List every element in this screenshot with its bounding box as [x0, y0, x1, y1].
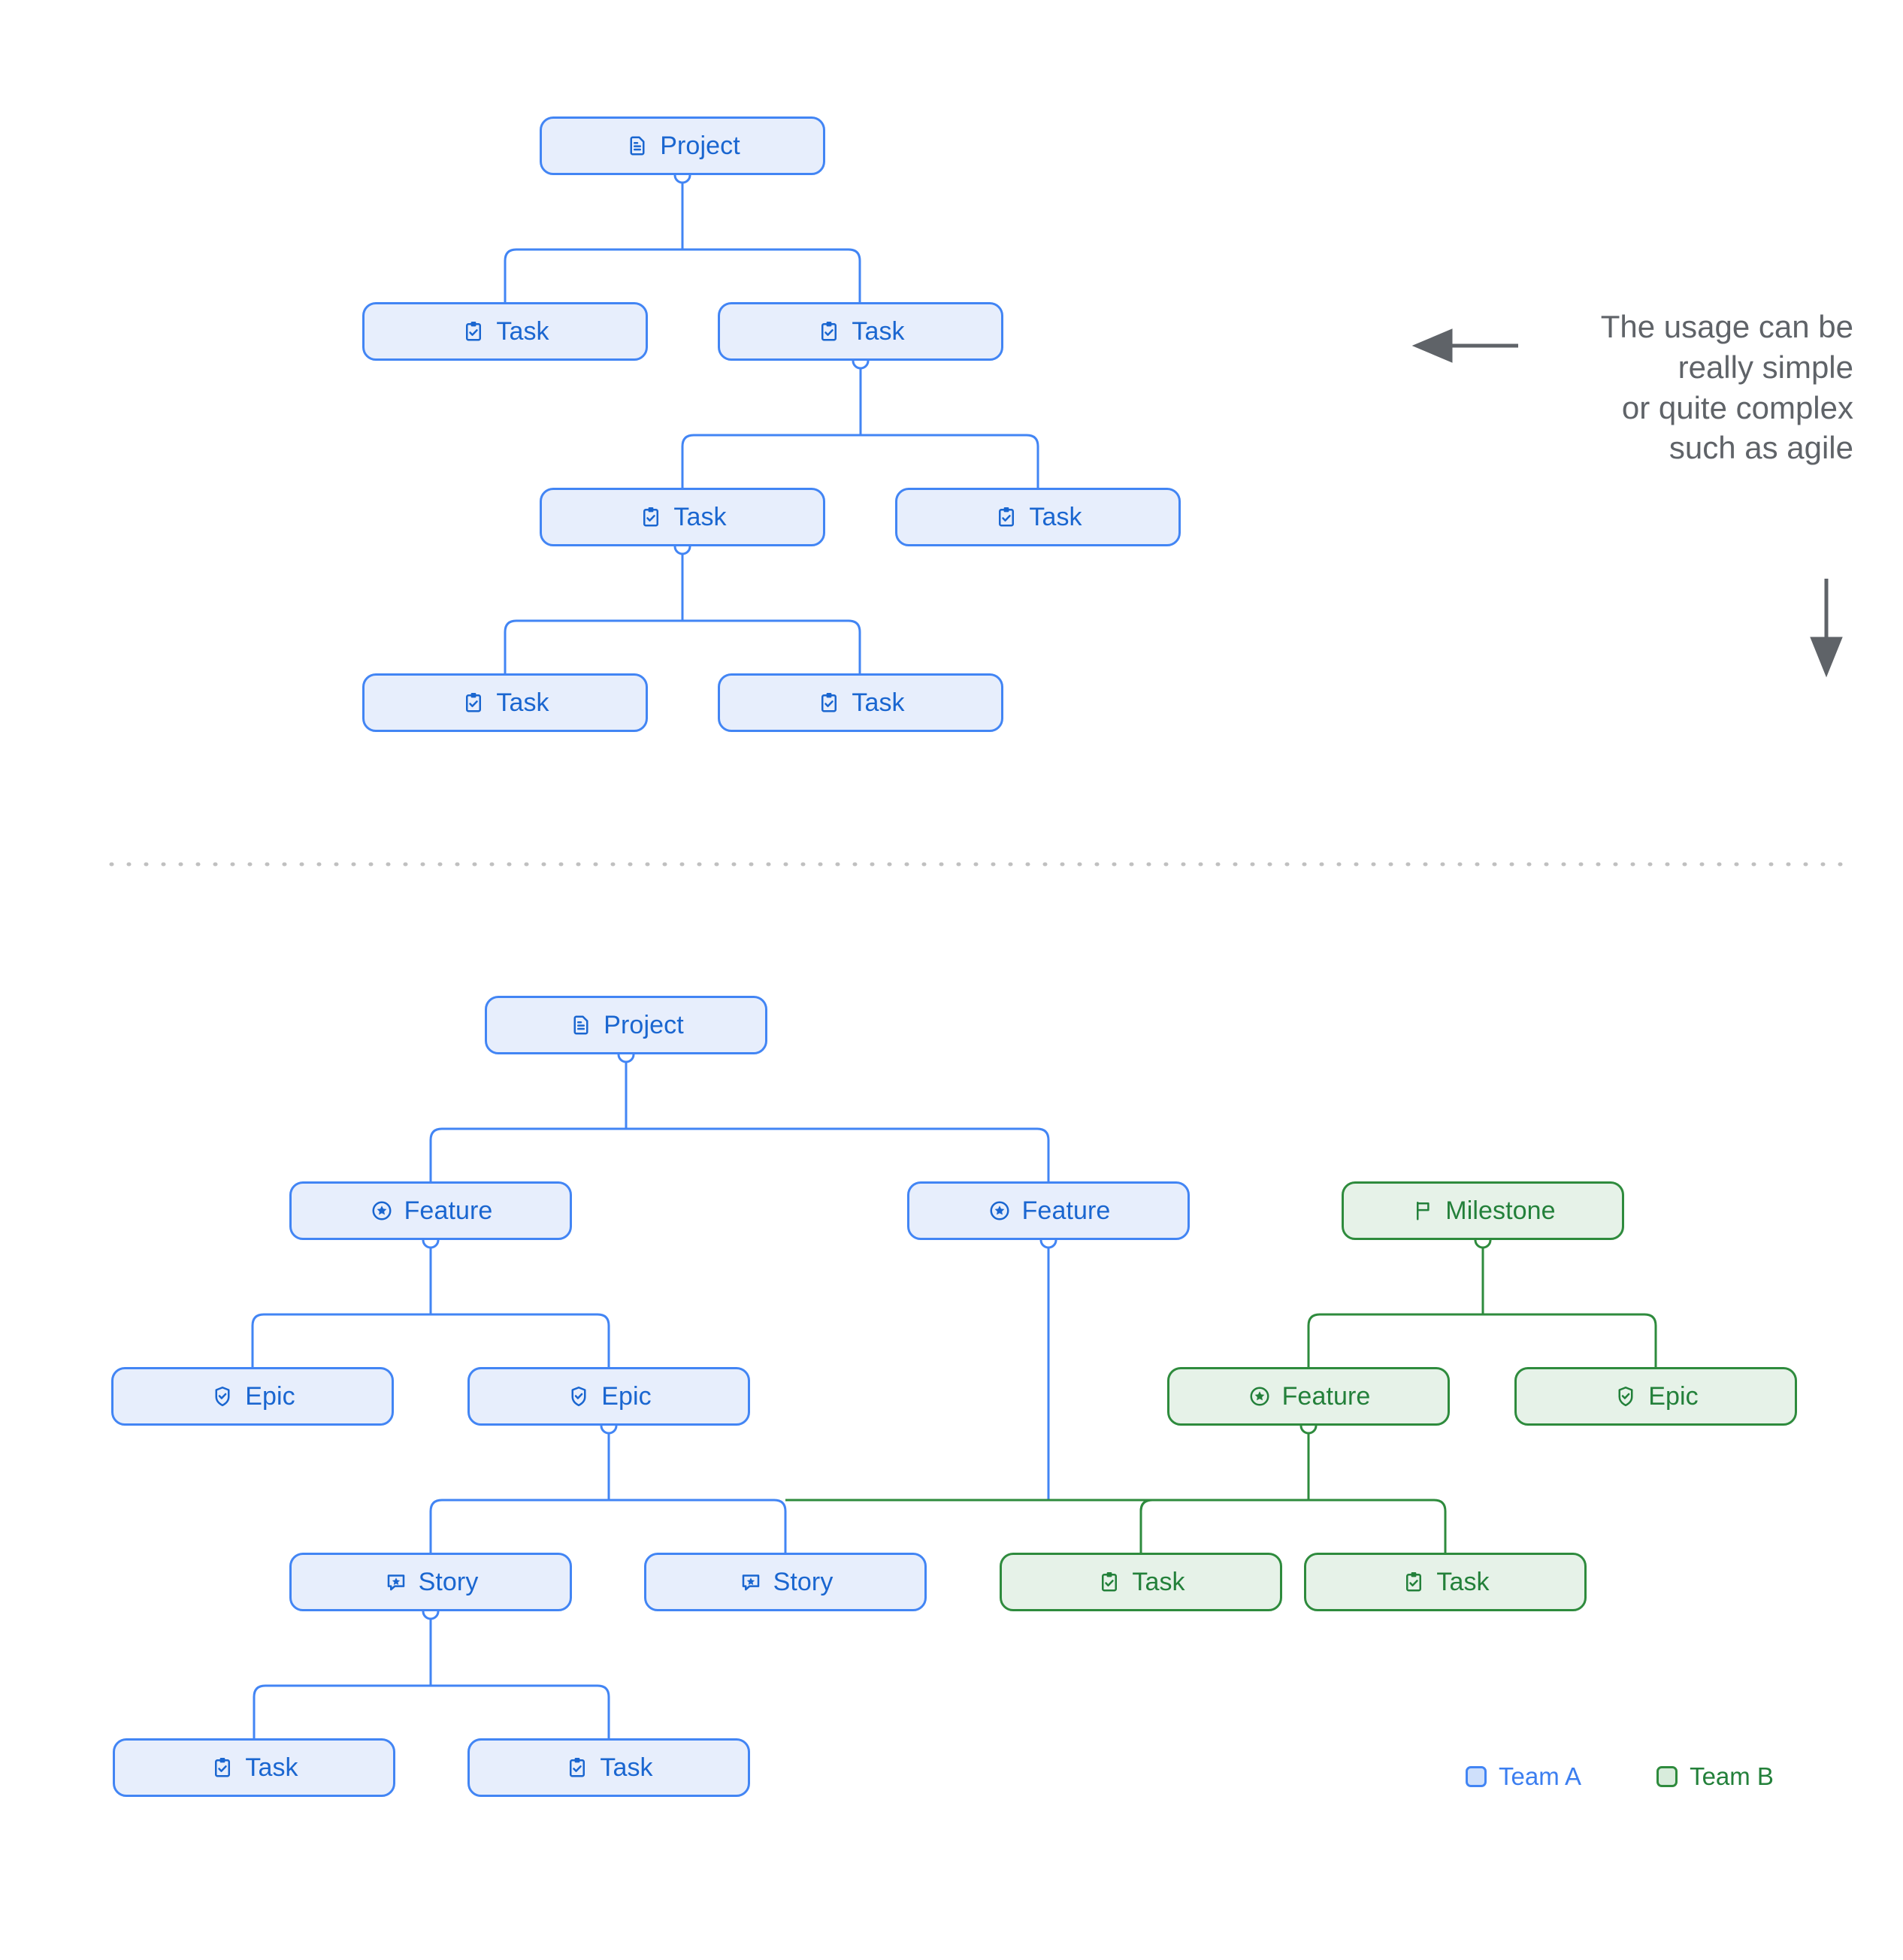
- epic-icon: [210, 1384, 235, 1409]
- annotation-line-2: really simple: [1678, 349, 1853, 385]
- legend-item-team-a: Team A: [1466, 1762, 1581, 1791]
- node-task[interactable]: Task: [718, 673, 1003, 732]
- legend-label-team-b: Team B: [1690, 1762, 1774, 1790]
- node-task[interactable]: Task: [1000, 1553, 1282, 1611]
- epic-icon: [566, 1384, 591, 1409]
- node-label: Milestone: [1445, 1196, 1556, 1225]
- edge-bproject-fan: [429, 1127, 1050, 1181]
- node-label: Story: [418, 1568, 479, 1596]
- node-label: Feature: [1021, 1196, 1111, 1225]
- legend-swatch-team-a: [1466, 1766, 1487, 1787]
- document-icon: [625, 133, 650, 159]
- legend-swatch-team-b: [1656, 1766, 1678, 1787]
- node-epic[interactable]: Epic: [111, 1367, 394, 1426]
- edge-bstory1-fan: [253, 1684, 610, 1738]
- bottom-tree-connectors-blue: [251, 1054, 1050, 1738]
- node-task[interactable]: Task: [895, 488, 1181, 546]
- node-label: Task: [852, 688, 905, 717]
- edge-bmilestone-fan: [1307, 1313, 1657, 1367]
- node-label: Feature: [404, 1196, 493, 1225]
- legend-item-team-b: Team B: [1656, 1762, 1774, 1791]
- milestone-icon: [1410, 1198, 1436, 1223]
- node-story[interactable]: Story: [289, 1553, 572, 1611]
- legend-label-team-a: Team A: [1499, 1762, 1582, 1790]
- node-label: Task: [1436, 1568, 1490, 1596]
- node-task[interactable]: Task: [362, 302, 648, 361]
- task-icon: [816, 690, 842, 715]
- node-label: Task: [496, 317, 549, 346]
- node-feature[interactable]: Feature: [289, 1181, 572, 1240]
- top-tree-connectors: [504, 175, 1039, 673]
- edge-project-fan: [504, 248, 861, 302]
- node-label: Task: [1029, 503, 1082, 531]
- node-story[interactable]: Story: [644, 1553, 927, 1611]
- node-label: Epic: [601, 1382, 652, 1411]
- node-epic[interactable]: Epic: [467, 1367, 750, 1426]
- node-label: Task: [496, 688, 549, 717]
- document-icon: [568, 1012, 594, 1038]
- task-icon: [816, 319, 842, 344]
- task-icon: [1097, 1569, 1122, 1595]
- epic-icon: [1613, 1384, 1638, 1409]
- edge-bfeature3-fan: [1139, 1499, 1447, 1553]
- node-milestone[interactable]: Milestone: [1342, 1181, 1624, 1240]
- bottom-tree-connectors-green: [785, 1240, 1657, 1553]
- arrow-down-icon: [1810, 637, 1843, 678]
- annotation-text: The usage can be really simple or quite …: [1508, 307, 1853, 468]
- arrow-left-icon: [1411, 328, 1453, 363]
- edge-bfeature3-bus: [785, 1499, 1153, 1553]
- node-project[interactable]: Project: [540, 116, 825, 175]
- edge-bepic2-fan: [429, 1499, 787, 1553]
- edge-bfeature1-fan: [251, 1313, 610, 1367]
- node-epic[interactable]: Epic: [1514, 1367, 1797, 1426]
- node-label: Project: [660, 132, 740, 160]
- annotation-line-1: The usage can be: [1600, 309, 1853, 344]
- node-label: Story: [773, 1568, 834, 1596]
- node-label: Epic: [1648, 1382, 1699, 1411]
- task-icon: [461, 690, 486, 715]
- task-icon: [994, 504, 1019, 530]
- node-label: Task: [673, 503, 727, 531]
- task-icon: [461, 319, 486, 344]
- node-feature[interactable]: Feature: [1167, 1367, 1450, 1426]
- node-label: Task: [600, 1753, 653, 1782]
- task-icon: [210, 1755, 235, 1780]
- feature-icon: [987, 1198, 1012, 1223]
- task-icon: [1401, 1569, 1426, 1595]
- annotation-line-4: such as agile: [1669, 430, 1853, 466]
- bottom-tree-ports-blue: [422, 1045, 1057, 1620]
- node-label: Task: [245, 1753, 298, 1782]
- feature-icon: [369, 1198, 395, 1223]
- node-task[interactable]: Task: [718, 302, 1003, 361]
- node-task[interactable]: Task: [540, 488, 825, 546]
- task-icon: [564, 1755, 590, 1780]
- node-label: Project: [604, 1011, 684, 1039]
- edge-task2-fan: [681, 434, 1039, 488]
- node-task[interactable]: Task: [113, 1738, 395, 1797]
- node-label: Epic: [245, 1382, 295, 1411]
- node-label: Task: [852, 317, 905, 346]
- node-label: Task: [1132, 1568, 1185, 1596]
- node-project[interactable]: Project: [485, 996, 767, 1054]
- node-task[interactable]: Task: [1304, 1553, 1587, 1611]
- node-feature[interactable]: Feature: [907, 1181, 1190, 1240]
- node-task[interactable]: Task: [362, 673, 648, 732]
- legend: Team A Team B: [1466, 1762, 1774, 1791]
- story-icon: [738, 1569, 764, 1595]
- node-label: Feature: [1281, 1382, 1371, 1411]
- annotation-arrows: [1411, 328, 1843, 678]
- annotation-line-3: or quite complex: [1621, 389, 1853, 425]
- task-icon: [638, 504, 664, 530]
- feature-icon: [1247, 1384, 1272, 1409]
- story-icon: [383, 1569, 409, 1595]
- node-task[interactable]: Task: [467, 1738, 750, 1797]
- edge-task3-fan: [504, 619, 861, 673]
